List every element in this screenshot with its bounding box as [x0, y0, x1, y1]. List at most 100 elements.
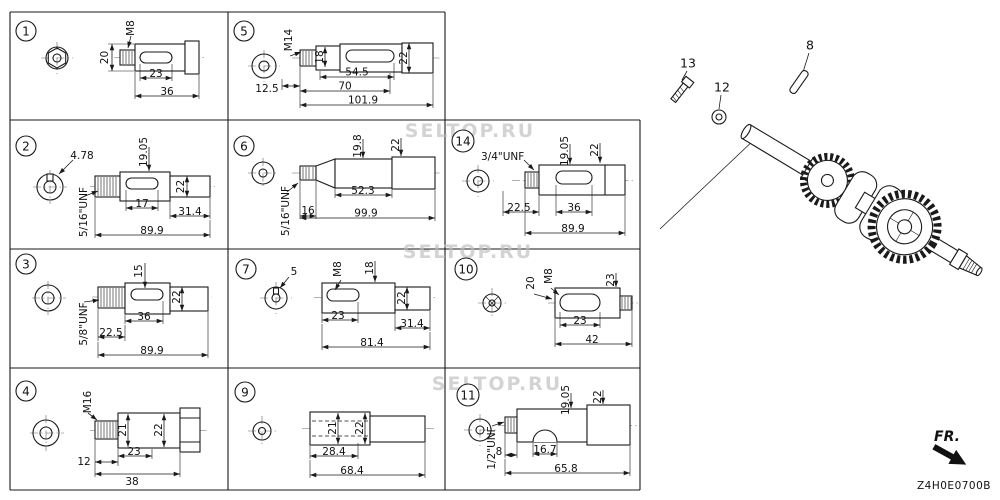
cell-10: 10 20 M8 23 23 42 [454, 257, 640, 347]
end-view-drawing [462, 165, 494, 197]
dim-label: 36 [137, 311, 151, 323]
cell-1: 1 20 M8 23 36 [15, 20, 206, 99]
dim-label: 15 [133, 264, 145, 277]
dim-label: 23 [149, 68, 162, 80]
table-grid [9, 11, 641, 491]
dim-label: 22.5 [99, 327, 122, 339]
dim-label: 23 [331, 310, 344, 322]
end-view-drawing [248, 50, 280, 82]
washer-icon [711, 109, 727, 125]
item-number: 10 [458, 263, 473, 277]
dim-label: 38 [125, 476, 138, 488]
end-view-drawing [32, 281, 66, 315]
thread-label: 1/2"UNF [486, 426, 498, 469]
assembly-axis-line [659, 136, 758, 230]
dim-label: 36 [160, 86, 174, 98]
part-number-key: 8 [806, 38, 814, 53]
end-view-drawing [260, 282, 292, 314]
item-number-badge: 10 [454, 257, 478, 281]
item-number-badge: 1 [15, 20, 37, 42]
end-view-drawing [41, 42, 73, 74]
dimension-lines [281, 43, 434, 108]
leader-line [681, 70, 688, 81]
part-number-bolt: 13 [680, 56, 696, 71]
keyway-dim-label: 4.78 [70, 150, 93, 162]
cell-2: 2 4.78 19.05 5/16"UNF 17 22 31.4 89.9 [15, 135, 215, 238]
dim-label: 8 [496, 446, 503, 458]
side-view-drawing [292, 156, 440, 190]
leader-line [718, 94, 722, 110]
item-number-badge: 9 [234, 381, 256, 403]
dim-label: 22 [592, 390, 604, 403]
thread-label: M8 [125, 20, 137, 36]
dim-label: 22.5 [507, 202, 530, 214]
thread-label: 3/4"UNF [481, 151, 524, 163]
item-number: 14 [455, 135, 470, 149]
item-number: 3 [22, 258, 30, 272]
side-view-drawing [512, 164, 636, 196]
dim-label: 18 [314, 50, 326, 63]
side-view-drawing [92, 282, 212, 315]
dim-label: 70 [338, 81, 351, 93]
dim-label: 22 [589, 143, 601, 156]
dim-label: 28.4 [322, 446, 346, 458]
dimension-lines [309, 413, 426, 478]
dim-label: 31.4 [400, 318, 424, 330]
thread-label: M16 [82, 390, 94, 413]
dim-label: 17 [135, 198, 148, 210]
front-direction-indicator: FR. [932, 429, 967, 465]
end-view-drawing [248, 158, 278, 188]
item-number: 9 [241, 386, 249, 400]
item-number-badge: 5 [233, 20, 255, 42]
watermark: SELTOP.RU [432, 373, 562, 395]
cell-9: 9 21 22 28.4 68.4 [234, 381, 434, 478]
dim-label: 54.5 [345, 67, 368, 79]
cell-6: 6 19.8 22 5/16"UNF 16 52.3 99.9 [233, 134, 440, 236]
item-number-badge: 11 [456, 383, 480, 407]
assembly-illustration: 13 12 8 FR. [659, 38, 991, 492]
dim-label: 21 [117, 423, 129, 436]
thread-label: M8 [543, 268, 555, 284]
dim-label: 23 [127, 446, 140, 458]
cell-3: 3 15 22 5/8"UNF 36 22.5 89.9 [15, 253, 212, 358]
dim-label: 65.8 [554, 463, 577, 475]
dimension-lines [279, 261, 431, 350]
dimension-lines [533, 273, 633, 347]
thread-label: M8 [332, 261, 344, 277]
side-view-drawing [90, 171, 215, 202]
dim-label: 81.4 [360, 337, 384, 349]
dim-label: 89.9 [140, 345, 163, 357]
dim-label: 19.05 [138, 137, 150, 167]
leader-line [802, 52, 810, 73]
dimension-lines [83, 263, 209, 358]
end-view-drawing [478, 288, 506, 318]
dim-label: 12 [77, 456, 90, 468]
dim-label: 20 [525, 276, 537, 289]
dim-label: 23 [605, 273, 617, 286]
thread-label: 5/16"UNF [78, 187, 90, 237]
dimension-lines [491, 390, 631, 476]
item-number: 4 [22, 385, 30, 399]
side-view-drawing [292, 42, 440, 74]
dim-label: 22 [153, 423, 165, 436]
dimension-lines [286, 138, 436, 221]
part-number-washer: 12 [714, 80, 730, 95]
thread-label: 5/8"UNF [78, 302, 90, 345]
dim-label: 19.05 [559, 136, 571, 166]
dim-label: 31.4 [178, 206, 202, 218]
side-view-drawing [90, 407, 208, 453]
item-number-badge: 2 [15, 135, 37, 157]
dim-label: 19.8 [352, 134, 364, 157]
dim-label: 22 [396, 291, 408, 304]
dim-label: 68.4 [340, 465, 364, 477]
item-number: 2 [22, 140, 30, 154]
end-view-drawing [30, 415, 64, 451]
side-view-drawing [548, 287, 640, 319]
dimension-lines [58, 147, 211, 238]
dim-label: 19.05 [560, 385, 572, 415]
dim-label: 22 [175, 180, 187, 193]
dimension-lines [108, 35, 200, 99]
item-number: 1 [22, 25, 30, 39]
dim-label: 89.9 [561, 223, 584, 235]
